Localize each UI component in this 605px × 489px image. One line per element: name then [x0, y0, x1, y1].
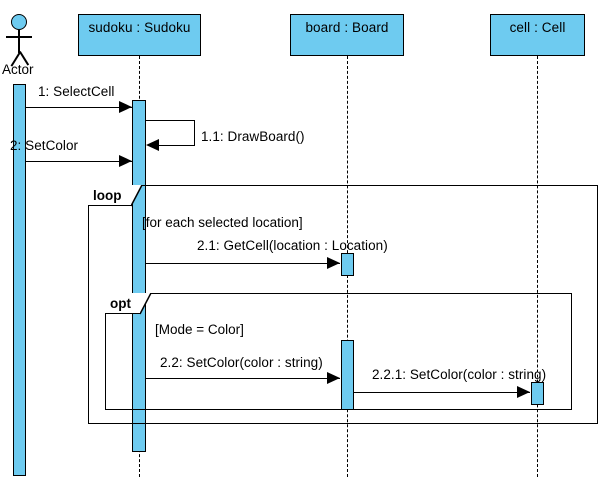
message-line-1-1-bottom	[158, 145, 195, 146]
message-label-2-2: 2.2: SetColor(color : string)	[160, 355, 323, 370]
message-arrowhead-2	[119, 155, 132, 167]
message-label-1-1: 1.1: DrawBoard()	[201, 129, 305, 144]
actor-head-icon	[11, 14, 27, 30]
activation-board-getcell	[341, 253, 354, 276]
activation-board-setcolor	[341, 340, 354, 410]
fragment-loop	[88, 185, 598, 424]
lifeline-cell	[537, 56, 538, 477]
participant-label-board: board : Board	[305, 20, 389, 35]
message-line-1-1-top	[146, 120, 195, 121]
actor-body-icon	[18, 30, 20, 53]
actor-label: Actor	[2, 62, 34, 77]
fragment-opt	[105, 293, 572, 410]
message-line-2-2	[146, 378, 340, 379]
fragment-loop-operator-label: loop	[93, 187, 122, 203]
message-arrowhead-2-1	[327, 257, 340, 269]
message-arrowhead-2-2-1	[517, 386, 530, 398]
fragment-loop-operator: loop	[88, 185, 132, 206]
message-line-2-1	[146, 263, 340, 264]
message-arrowhead-1-1	[146, 139, 159, 151]
message-label-1: 1: SelectCell	[38, 84, 115, 99]
participant-label-cell: cell : Cell	[509, 20, 566, 35]
participant-label-sudoku: sudoku : Sudoku	[88, 20, 191, 35]
actor-arms-icon	[6, 36, 32, 38]
message-arrowhead-2-2	[327, 372, 340, 384]
fragment-opt-operator: opt	[105, 293, 141, 314]
fragment-opt-operator-label: opt	[110, 295, 131, 311]
message-label-2-2-1: 2.2.1: SetColor(color : string)	[372, 367, 547, 382]
message-line-1-1-right	[194, 120, 195, 146]
fragment-opt-guard: [Mode = Color]	[155, 322, 244, 337]
participant-header-board[interactable]: board : Board	[290, 14, 404, 56]
message-arrowhead-1	[119, 101, 132, 113]
participant-header-cell[interactable]: cell : Cell	[490, 14, 585, 56]
message-line-1	[26, 107, 132, 108]
message-label-2: 2: SetColor	[10, 138, 79, 153]
actor-activation-bar	[13, 84, 26, 476]
message-line-2	[26, 161, 132, 162]
fragment-loop-tag-corner-icon	[131, 185, 143, 207]
fragment-loop-guard: [for each selected location]	[142, 215, 303, 230]
message-line-2-2-1	[354, 392, 530, 393]
activation-cell-setcolor	[531, 382, 544, 405]
fragment-opt-tag-corner-icon	[140, 293, 152, 315]
participant-header-sudoku[interactable]: sudoku : Sudoku	[78, 14, 201, 56]
message-label-2-1: 2.1: GetCell(location : Location)	[197, 238, 388, 253]
